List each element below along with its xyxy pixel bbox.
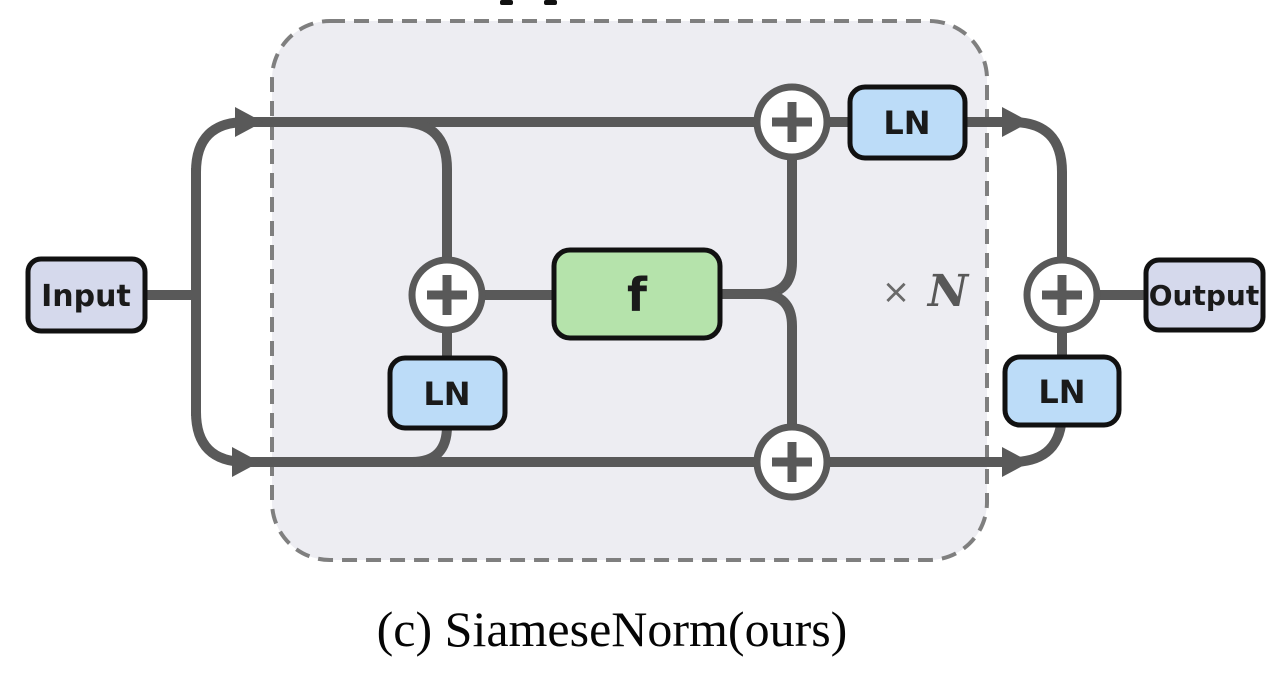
edge-bottom-to-ln-left <box>411 425 452 467</box>
top-caption-fragment-left <box>500 0 513 5</box>
arrow-top-right <box>1002 107 1030 137</box>
arrow-bottom-right <box>1002 447 1030 477</box>
sum-node-right <box>1023 256 1101 334</box>
ln-node-right: LN <box>1002 354 1122 428</box>
ln-node-left: LN <box>387 355 508 431</box>
arrow-top-left <box>235 107 263 137</box>
flow-lines <box>145 117 1146 467</box>
edge-top-branch-to-sum <box>399 117 452 263</box>
output-label: Output <box>1149 279 1259 312</box>
ln-label: LN <box>1038 373 1085 411</box>
edge-f-split-down <box>759 289 797 430</box>
figure-caption: (c) SiameseNorm(ours) <box>377 601 848 657</box>
plus-icon <box>772 442 812 482</box>
ln-label: LN <box>423 375 470 413</box>
plus-icon <box>1042 275 1082 315</box>
sum-node-middle <box>408 256 486 334</box>
ln-node-top: LN <box>847 84 968 161</box>
f-node: f <box>551 247 723 341</box>
sum-node-bottom <box>753 423 831 501</box>
input-node: Input <box>25 256 148 334</box>
sum-node-top <box>753 83 831 161</box>
input-label: Input <box>41 279 131 314</box>
ln-label: LN <box>883 104 930 142</box>
arrowheads <box>232 107 1030 477</box>
top-caption-fragment-right <box>544 0 557 5</box>
output-node: Output <box>1143 257 1266 333</box>
plus-icon <box>427 275 467 315</box>
repeat-label: × N <box>882 266 970 317</box>
ln-box <box>387 355 508 431</box>
f-box <box>551 247 723 341</box>
plus-icon <box>772 102 812 142</box>
times-icon: × <box>882 272 911 312</box>
f-label: f <box>627 268 648 322</box>
input-box <box>25 256 148 334</box>
output-box <box>1143 257 1266 333</box>
arrow-bottom-left <box>232 447 260 477</box>
repeat-count: N <box>926 266 970 317</box>
ln-box <box>1002 354 1122 428</box>
ln-box <box>847 84 968 161</box>
